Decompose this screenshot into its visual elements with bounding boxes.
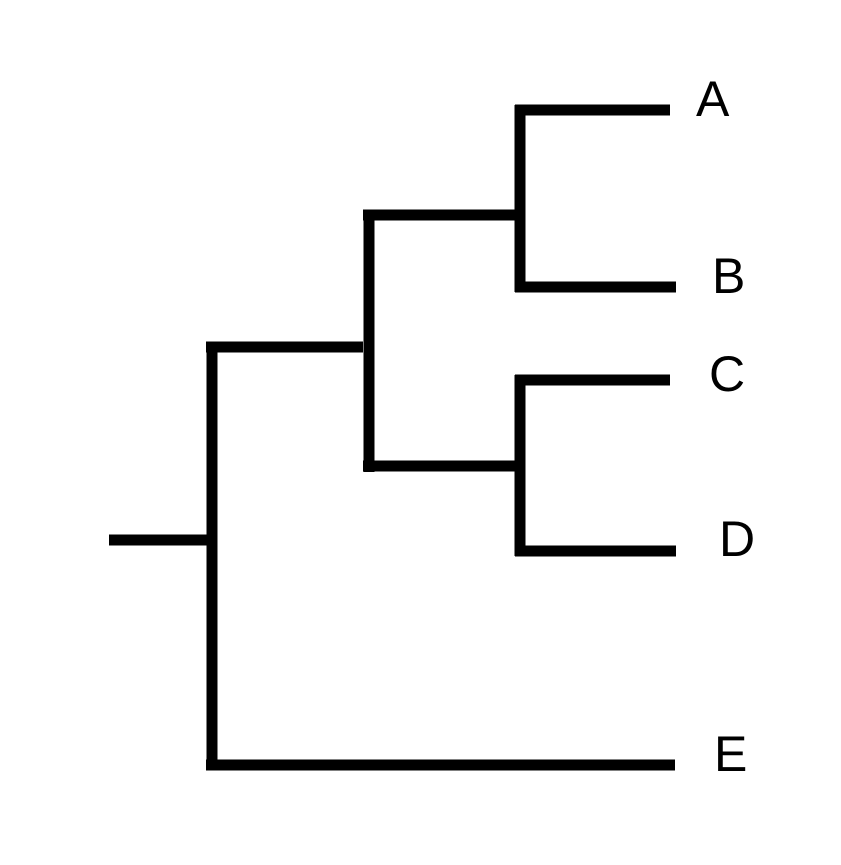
tip-label-b: B	[712, 248, 745, 304]
tip-label-c: C	[709, 346, 745, 402]
tip-label-e: E	[714, 726, 747, 782]
tree-branches	[109, 104, 676, 771]
tip-labels: A B C D E	[696, 71, 755, 782]
tip-label-a: A	[696, 71, 730, 127]
tip-label-d: D	[719, 511, 755, 567]
